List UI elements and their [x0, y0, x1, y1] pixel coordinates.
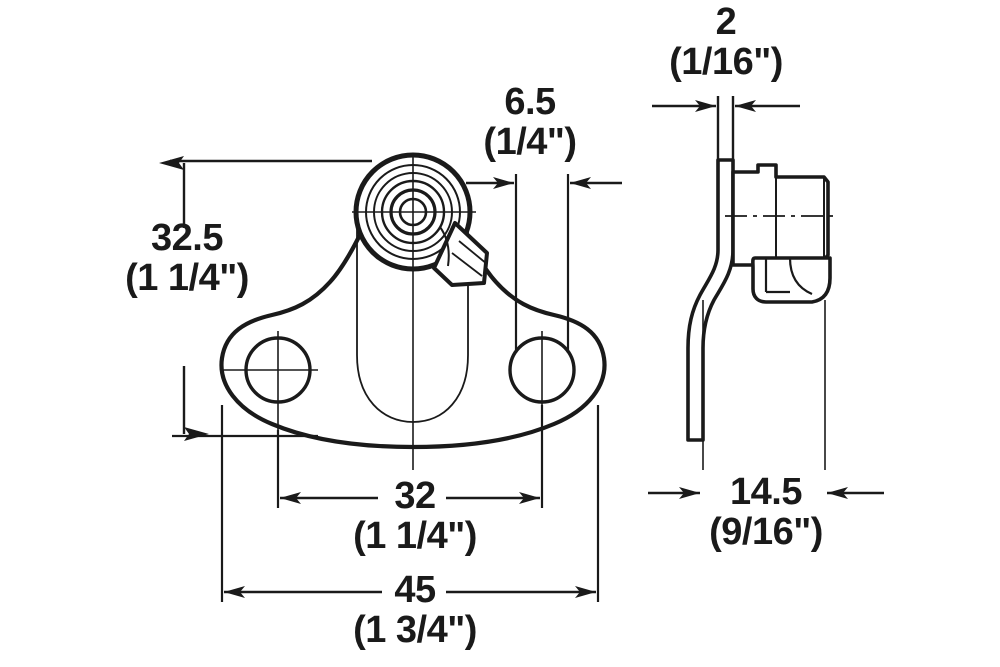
dimension-label-hole-spacing: 32 (1 1/4")	[335, 476, 495, 557]
release-lug-rib-1	[458, 240, 488, 265]
dimension-value-imperial-2: (1/16")	[669, 41, 783, 84]
dimension-value-metric-6-5: 6.5	[504, 81, 556, 123]
dimension-value-imperial-32-5: (1 1/4")	[125, 257, 249, 300]
dimension-value-imperial-32: (1 1/4")	[353, 515, 477, 558]
side-release-lug-inner	[788, 257, 813, 296]
side-hub-boss	[731, 163, 830, 274]
dimension-label-offset: 6.5 (1/4")	[455, 82, 605, 163]
dimension-value-metric-2: 2	[715, 1, 737, 43]
side-view-geometry	[686, 158, 836, 470]
dimension-value-metric-32-5: 32.5	[151, 217, 223, 259]
dimension-label-height: 32.5 (1 1/4")	[102, 218, 272, 299]
release-lug-rib-2	[451, 252, 483, 277]
dimension-value-metric-14-5: 14.5	[730, 471, 802, 513]
side-plate-outline	[686, 158, 735, 442]
release-lug-neck	[439, 226, 450, 267]
dimension-label-plate-thickness: 2 (1/16")	[650, 2, 802, 83]
dimension-value-metric-32: 32	[394, 475, 436, 517]
dimension-value-imperial-6-5: (1/4")	[483, 121, 577, 164]
side-view-dimensions	[648, 96, 884, 499]
dimension-label-overall-width: 45 (1 3/4")	[335, 570, 495, 651]
front-view-geometry	[219, 152, 607, 470]
dimension-label-depth: 14.5 (9/16")	[690, 472, 842, 553]
dimension-value-imperial-45: (1 3/4")	[353, 609, 477, 652]
dimension-value-metric-45: 45	[394, 569, 436, 611]
front-view-dimensions	[159, 156, 622, 602]
dimension-value-imperial-14-5: (9/16")	[709, 511, 823, 554]
